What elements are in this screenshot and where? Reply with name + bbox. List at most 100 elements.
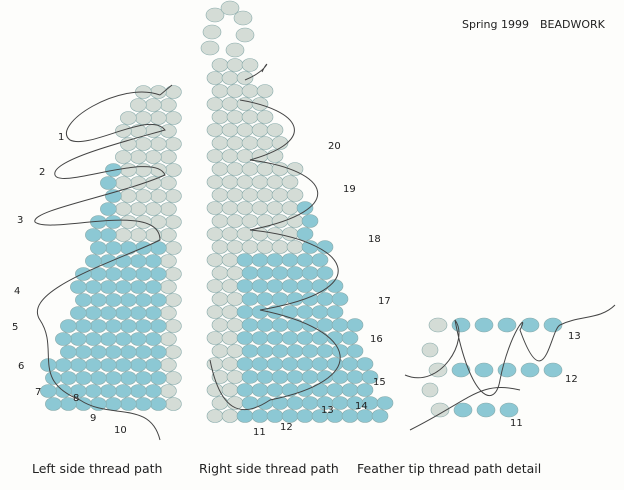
bead (105, 241, 122, 255)
bead (85, 306, 102, 320)
caption-right: Right side thread path (199, 461, 339, 476)
bead (256, 318, 274, 332)
bead (115, 280, 132, 294)
bead (130, 306, 147, 320)
bead (160, 98, 177, 112)
label-left-7: 7 (35, 387, 42, 398)
bead (266, 123, 284, 137)
bead (221, 201, 239, 215)
bead (120, 319, 137, 333)
bead (233, 10, 253, 26)
bead (271, 370, 289, 384)
label-left-1: 1 (58, 132, 65, 143)
bead (100, 176, 117, 190)
bead (376, 396, 394, 410)
bead (331, 292, 349, 306)
bead (281, 331, 299, 345)
bead (251, 409, 269, 423)
bead (271, 188, 289, 202)
bead (205, 7, 225, 23)
bead (316, 370, 334, 384)
bead (100, 358, 117, 372)
bead (251, 253, 269, 267)
bead (165, 371, 182, 385)
bead (160, 254, 177, 268)
bead (341, 357, 359, 371)
bead (235, 27, 255, 43)
bead (90, 241, 107, 255)
bead (271, 344, 289, 358)
bead (221, 149, 239, 163)
bead (165, 215, 182, 229)
bead (266, 201, 284, 215)
bead (135, 293, 152, 307)
bead (281, 253, 299, 267)
bead (202, 24, 222, 40)
bead (145, 280, 162, 294)
bead (115, 332, 132, 346)
bead (236, 253, 254, 267)
bead (150, 397, 167, 411)
bead (135, 111, 152, 125)
bead (316, 292, 334, 306)
bead (100, 254, 117, 268)
bead (497, 317, 517, 333)
bead (206, 305, 224, 319)
bead (296, 253, 314, 267)
bead (211, 188, 229, 202)
bead (266, 383, 284, 397)
bead (200, 40, 220, 56)
bead (226, 136, 244, 150)
bead (115, 202, 132, 216)
bead (271, 292, 289, 306)
bead (120, 241, 137, 255)
bead (206, 123, 224, 137)
bead (211, 344, 229, 358)
label-left-2: 2 (39, 167, 46, 178)
bead (241, 214, 259, 228)
bead (236, 383, 254, 397)
bead (160, 306, 177, 320)
bead (211, 292, 229, 306)
bead (430, 402, 450, 418)
bead (453, 402, 473, 418)
bead (236, 123, 254, 137)
bead (256, 188, 274, 202)
bead (211, 266, 229, 280)
label-left-8: 8 (73, 393, 80, 404)
bead (225, 42, 245, 58)
bead (211, 214, 229, 228)
bead (206, 71, 224, 85)
bead (115, 228, 132, 242)
bead (296, 279, 314, 293)
bead (75, 345, 92, 359)
bead (135, 397, 152, 411)
bead (150, 345, 167, 359)
bead (286, 162, 304, 176)
bead (40, 384, 57, 398)
bead (296, 227, 314, 241)
bead (476, 402, 496, 418)
bead (135, 267, 152, 281)
bead (451, 362, 471, 378)
bead (341, 331, 359, 345)
label-left-5: 5 (12, 322, 19, 333)
label-left-6: 6 (18, 361, 25, 372)
bead (281, 279, 299, 293)
bead (211, 396, 229, 410)
label-right-17: 17 (378, 296, 391, 307)
issue-date: Spring 1999 (462, 18, 529, 31)
bead (356, 383, 374, 397)
bead (311, 357, 329, 371)
bead (236, 357, 254, 371)
bead (150, 267, 167, 281)
left-thread-end (159, 84, 173, 96)
bead (236, 279, 254, 293)
bead (165, 267, 182, 281)
bead (120, 215, 137, 229)
bead (150, 189, 167, 203)
bead (211, 84, 229, 98)
bead (281, 357, 299, 371)
bead (105, 267, 122, 281)
bead (70, 332, 87, 346)
